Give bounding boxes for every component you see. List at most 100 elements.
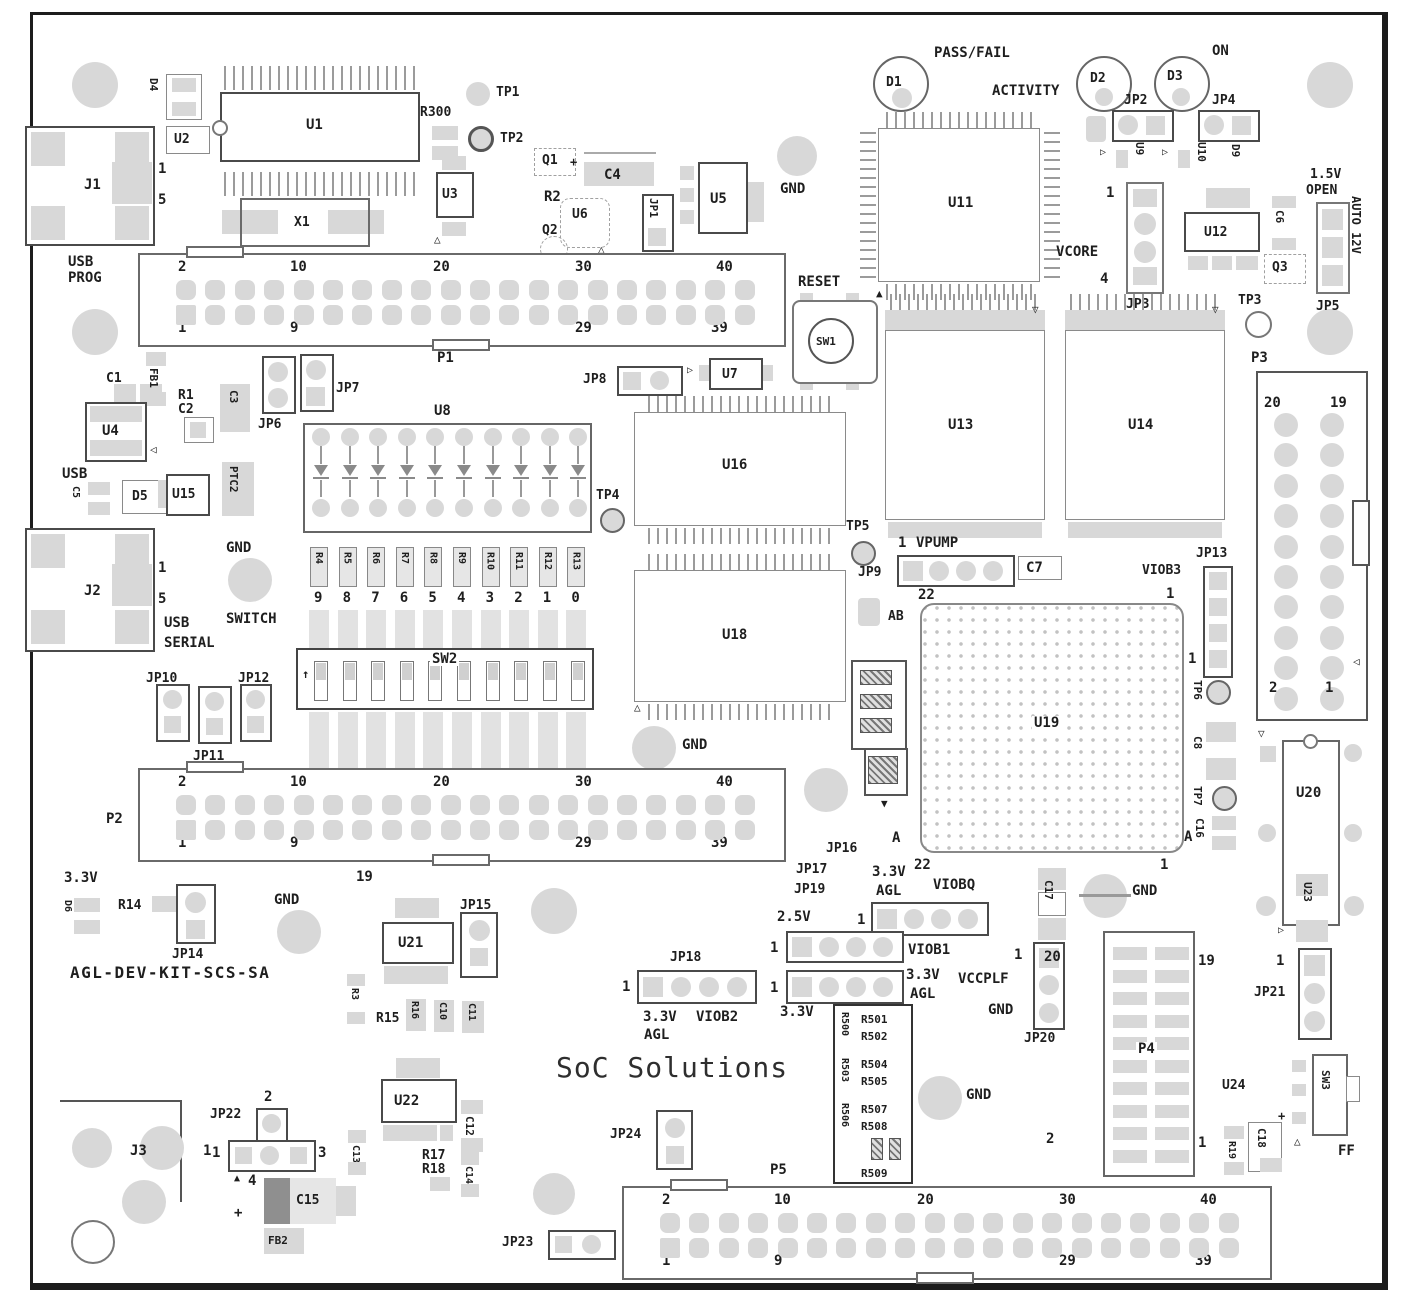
pad bbox=[1209, 650, 1227, 668]
c12-label: C12 bbox=[463, 1116, 476, 1136]
c16-label: C16 bbox=[1193, 818, 1206, 838]
led-pad bbox=[569, 428, 588, 446]
pad bbox=[1212, 836, 1236, 850]
resistor-label: R8 bbox=[427, 552, 439, 565]
viob3-label: VIOB3 bbox=[1142, 563, 1182, 578]
tp5-label: TP5 bbox=[846, 519, 870, 534]
3v3-label: 3.3V bbox=[643, 1009, 677, 1025]
pad bbox=[442, 222, 466, 236]
pin-pad bbox=[1042, 1213, 1063, 1233]
diode-bar bbox=[398, 477, 415, 479]
led-pad bbox=[540, 428, 559, 446]
ff-label: FF bbox=[1338, 1143, 1355, 1159]
u20-label: U20 bbox=[1296, 785, 1322, 801]
pad bbox=[1292, 1060, 1306, 1072]
tp2-label: TP2 bbox=[500, 131, 524, 146]
pin1-arrow: ▷ bbox=[1162, 147, 1169, 158]
pin-number: 30 bbox=[575, 774, 592, 790]
u2-label: U2 bbox=[174, 132, 190, 147]
switch-label: SWITCH bbox=[226, 611, 277, 627]
led-lead bbox=[320, 446, 322, 464]
pad bbox=[262, 1114, 281, 1133]
pad bbox=[931, 909, 951, 929]
r18-label: R18 bbox=[422, 1162, 446, 1177]
trace-bar bbox=[423, 610, 444, 648]
led-lead bbox=[348, 480, 351, 497]
pin-pad bbox=[646, 305, 667, 325]
switch-digit: 3 bbox=[485, 590, 495, 606]
component-c10 bbox=[434, 1000, 454, 1032]
u11-pins-right bbox=[1044, 132, 1060, 278]
component-u5 bbox=[698, 162, 748, 234]
component-c17 bbox=[1038, 892, 1066, 916]
led-pad bbox=[455, 499, 473, 517]
pin-pad bbox=[1320, 473, 1344, 498]
u5-label: U5 bbox=[710, 191, 727, 207]
pad bbox=[268, 388, 288, 408]
led-pad bbox=[426, 428, 445, 446]
led-lead bbox=[548, 446, 551, 464]
edge-notch bbox=[186, 246, 244, 258]
pad bbox=[1304, 1011, 1325, 1032]
pad bbox=[268, 362, 288, 382]
pad bbox=[1256, 896, 1276, 916]
sw2-slot bbox=[485, 661, 500, 701]
vpump-pin1: 1 bbox=[898, 535, 907, 551]
pad bbox=[792, 977, 812, 997]
jp7-label: JP7 bbox=[336, 381, 360, 396]
led-lead bbox=[434, 480, 437, 497]
sw3-actuator bbox=[1346, 1076, 1360, 1102]
d4-label: D4 bbox=[147, 78, 160, 92]
sw3-label: SW3 bbox=[1319, 1070, 1332, 1090]
pad bbox=[348, 1130, 366, 1143]
pin-pad bbox=[264, 820, 285, 840]
jp21-pin1: 1 bbox=[1276, 953, 1285, 969]
pin-pad bbox=[734, 305, 755, 325]
pin-pad bbox=[865, 1238, 886, 1258]
jp22-pin1: 1 bbox=[212, 1145, 221, 1161]
r50x-label-rotated: R503 bbox=[839, 1058, 850, 1083]
led-lead bbox=[520, 480, 523, 497]
pad bbox=[260, 1146, 279, 1165]
pin-pad bbox=[1274, 565, 1298, 589]
pad bbox=[1118, 115, 1138, 135]
pin-pad bbox=[1274, 504, 1298, 529]
jp19-label: JP19 bbox=[794, 882, 826, 897]
socket-slot bbox=[1113, 969, 1147, 983]
pad bbox=[112, 162, 152, 204]
p1-label: P1 bbox=[437, 350, 454, 366]
pad bbox=[172, 102, 196, 116]
pad bbox=[206, 718, 223, 735]
u12-label: U12 bbox=[1204, 225, 1228, 240]
pad bbox=[680, 210, 694, 224]
pad bbox=[461, 1100, 483, 1114]
pad bbox=[1038, 918, 1066, 940]
pin-pad bbox=[1274, 686, 1298, 711]
component-u3 bbox=[436, 172, 474, 218]
3v3-agl-label: 3.3V bbox=[872, 864, 906, 880]
trace-bar bbox=[509, 610, 530, 648]
resistor bbox=[860, 718, 892, 733]
reset-label: RESET bbox=[798, 274, 841, 290]
tp4-label: TP4 bbox=[596, 488, 620, 503]
vpump-label: VPUMP bbox=[916, 535, 959, 551]
r50x-label: R508 bbox=[861, 1120, 888, 1133]
u13-label: U13 bbox=[948, 417, 974, 433]
component-u6-outline bbox=[560, 198, 610, 248]
socket-slot bbox=[1155, 992, 1189, 1005]
pad bbox=[555, 1236, 572, 1253]
c4-bracket bbox=[584, 152, 656, 154]
pin-pad bbox=[836, 1213, 857, 1233]
r17-label: R17 bbox=[422, 1148, 446, 1163]
pad bbox=[929, 561, 949, 581]
pad bbox=[348, 1162, 366, 1175]
pin-pad bbox=[1274, 413, 1298, 437]
pin-pad bbox=[293, 305, 314, 325]
c1-label: C1 bbox=[106, 371, 122, 386]
diode-bar bbox=[313, 477, 329, 479]
edge-notch bbox=[670, 1179, 728, 1191]
pin-pad bbox=[836, 1238, 857, 1258]
c10-label: C10 bbox=[437, 1002, 448, 1021]
u11-pin1-mark: ▲ bbox=[876, 287, 883, 300]
pad bbox=[1146, 116, 1165, 135]
